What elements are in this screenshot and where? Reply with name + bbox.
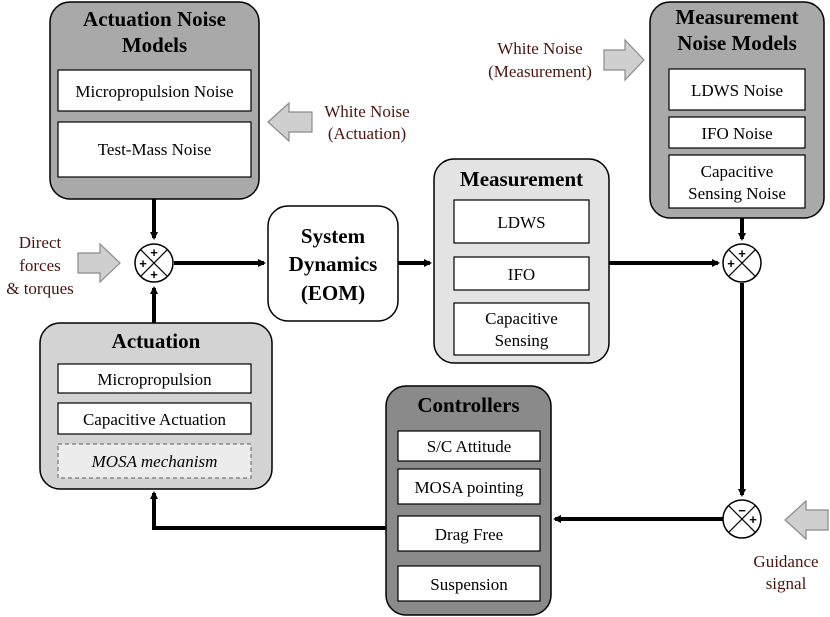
actuation-title: Actuation [112, 329, 201, 353]
system-dynamics-title: System [301, 224, 366, 248]
ifo-noise-label: IFO Noise [701, 124, 772, 143]
drag-free-label: Drag Free [435, 525, 503, 544]
measurement-noise-models-block: Measurement Noise Models LDWS Noise IFO … [649, 1, 825, 219]
direct-forces-label-line3: & torques [6, 279, 74, 298]
ifo-box [453, 256, 590, 291]
measurement-summing-junction-icon: + + [722, 243, 762, 283]
capacitive-sensing-label: Capacitive [485, 309, 558, 328]
system-dynamics-block: System Dynamics (EOM) [267, 205, 399, 322]
test-mass-noise-label: Test-Mass Noise [98, 140, 212, 159]
drag-free-box [397, 515, 541, 552]
meas-sum-sign-top: + [738, 246, 746, 261]
white-noise-measurement-label: White Noise [497, 39, 582, 58]
white-noise-actuation-label-line2: (Actuation) [328, 124, 406, 143]
measurement-block: Measurement LDWS IFO Capacitive Sensing [433, 158, 610, 364]
capacitive-sensing-noise-label: Capacitive [701, 162, 774, 181]
mosa-mechanism-label: MOSA mechanism [91, 452, 218, 471]
ifo-label: IFO [508, 265, 535, 284]
capacitive-sensing-noise-label-line2: Sensing Noise [688, 184, 786, 203]
suspension-label: Suspension [430, 575, 508, 594]
actuation-noise-models-title: Actuation Noise [83, 7, 226, 31]
sc-attitude-box [397, 430, 541, 462]
capacitive-sensing-label-line2: Sensing [495, 331, 549, 350]
direct-forces-arrow-icon [77, 242, 121, 284]
controllers-block: Controllers S/C Attitude MOSA pointing D… [385, 385, 552, 616]
guidance-signal-label: Guidance [753, 552, 818, 571]
sum-sign-bottom: + [150, 267, 158, 282]
micropropulsion-box [57, 363, 252, 394]
micropropulsion-noise-label: Micropropulsion Noise [75, 82, 233, 101]
system-dynamics-title-line3: (EOM) [301, 281, 365, 305]
ifo-noise-box [668, 116, 806, 149]
white-noise-measurement-arrow-icon [603, 38, 645, 82]
capacitive-actuation-label: Capacitive Actuation [83, 410, 227, 429]
controllers-to-actuation-arrow [150, 491, 386, 530]
actuation-noise-models-title-line2: Models [122, 33, 187, 57]
capacitive-sensing-box [453, 302, 590, 356]
actuation-noise-models-block: Actuation Noise Models Micropropulsion N… [49, 1, 260, 200]
sc-attitude-label: S/C Attitude [427, 437, 512, 456]
test-mass-noise-box [57, 121, 252, 178]
capacitive-sensing-noise-box [668, 154, 806, 209]
micropropulsion-noise-box [57, 69, 252, 112]
actuation-summing-junction-icon: + + + [134, 243, 174, 283]
mosa-pointing-label: MOSA pointing [414, 478, 524, 497]
capacitive-actuation-box [57, 402, 252, 435]
actuation-block: Actuation Micropropulsion Capacitive Act… [39, 322, 273, 490]
micropropulsion-label: Micropropulsion [97, 370, 212, 389]
measurement-noise-models-title: Measurement [675, 5, 798, 29]
guidance-signal-label-line2: signal [766, 574, 807, 593]
suspension-box [397, 565, 541, 602]
measurement-title: Measurement [460, 167, 583, 191]
measurement-noise-models-title-line2: Noise Models [677, 31, 797, 55]
mosa-pointing-box [397, 468, 541, 505]
white-noise-actuation-arrow-icon [267, 101, 313, 143]
white-noise-measurement-label-line2: (Measurement) [488, 62, 592, 81]
controllers-title: Controllers [417, 393, 519, 417]
signal-lines [150, 199, 746, 530]
guidance-comparator-junction-icon: − + [722, 499, 762, 539]
direct-forces-label-line2: forces [19, 256, 61, 275]
ldws-noise-box [668, 68, 806, 111]
guidance-signal-arrow-icon [784, 499, 829, 541]
white-noise-actuation-label: White Noise [324, 102, 409, 121]
meas-sum-sign-left: + [727, 256, 735, 271]
sum-sign-left: + [139, 256, 147, 271]
comparator-sign-right: + [749, 512, 757, 527]
direct-forces-label: Direct [19, 233, 62, 252]
ldws-label: LDWS [497, 213, 545, 232]
system-dynamics-title-line2: Dynamics [289, 252, 378, 276]
comparator-sign-top: − [738, 503, 746, 518]
sum-sign-top: + [150, 245, 158, 260]
mosa-mechanism-box [57, 443, 252, 479]
ldws-noise-label: LDWS Noise [691, 81, 783, 100]
ldws-box [453, 199, 590, 244]
